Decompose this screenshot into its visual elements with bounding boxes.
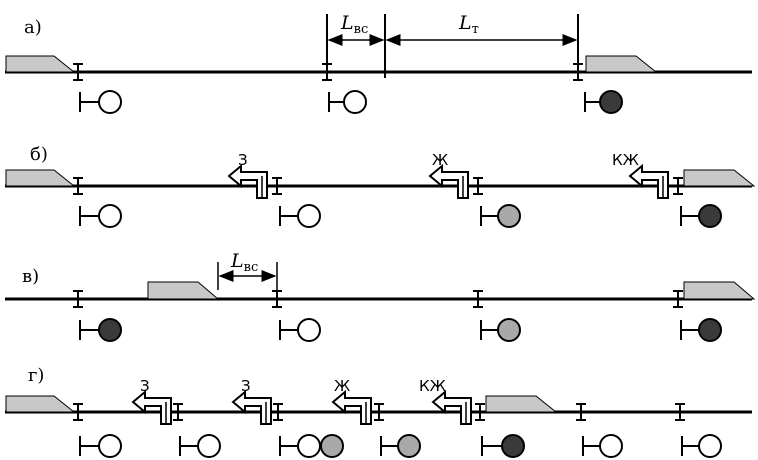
panel-a: а) Lвс Lт [5,12,752,114]
signal-red [680,204,722,228]
signal-red [584,90,623,114]
block-joint [272,177,282,195]
train-b-right [683,169,756,187]
signal-green [582,434,623,458]
signal-green [279,204,321,228]
code-label: З [140,377,150,395]
panel-v: в) Lвс [5,250,756,342]
dim-label-lt: Lт [458,12,479,37]
train-g-middle [485,395,558,413]
signal-yellow [380,434,421,458]
signal-red [481,434,525,458]
signal-two-light [279,434,344,458]
signal-yellow [480,204,521,228]
panel-g-label: г) [28,365,44,386]
code-label: Ж [432,151,448,169]
panel-b-label: б) [30,144,48,165]
block-joint [673,177,683,195]
panel-b: б) З Ж КЖ [5,144,756,228]
block-joint [73,63,83,81]
block-joint [475,403,485,421]
signal-green [279,318,321,342]
signal-green [79,90,122,114]
panel-a-label: а) [24,17,42,38]
signal-red [79,318,122,342]
code-label: Ж [334,377,350,395]
signal-green [681,434,722,458]
block-joint [73,290,83,308]
block-joint [73,403,83,421]
block-joint [673,290,683,308]
signal-red [680,318,722,342]
code-arrow [431,389,472,425]
train-v-right [683,281,756,300]
code-label: КЖ [419,377,446,395]
block-joint [73,177,83,195]
block-joint [473,177,483,195]
block-joint [374,403,384,421]
block-joint [173,403,183,421]
signal-green [79,434,122,458]
block-joint [576,403,586,421]
code-arrow [428,163,469,199]
block-joint [675,403,685,421]
train-g-left [5,395,76,413]
dim-label-lbs: Lвс [230,250,258,275]
code-arrow [628,163,669,199]
train-a-right [585,55,658,73]
code-label: З [241,377,251,395]
train-b-left [5,169,76,187]
code-arrow [131,389,172,425]
signal-green [328,90,367,114]
signal-green [79,204,122,228]
signal-yellow [480,318,521,342]
code-arrow [231,389,272,425]
code-label: КЖ [612,151,639,169]
train-v-middle [147,281,220,300]
panel-v-label: в) [22,266,39,287]
code-label: З [238,151,248,169]
code-arrow [331,389,372,425]
panel-g: г) З З Ж КЖ [5,365,752,458]
code-arrow [227,163,268,199]
train-a-left [5,55,76,73]
dim-label-lbs: Lвс [340,12,368,37]
signal-green [179,434,221,458]
block-joint [473,290,483,308]
block-joint [273,403,283,421]
block-joint [272,290,282,308]
